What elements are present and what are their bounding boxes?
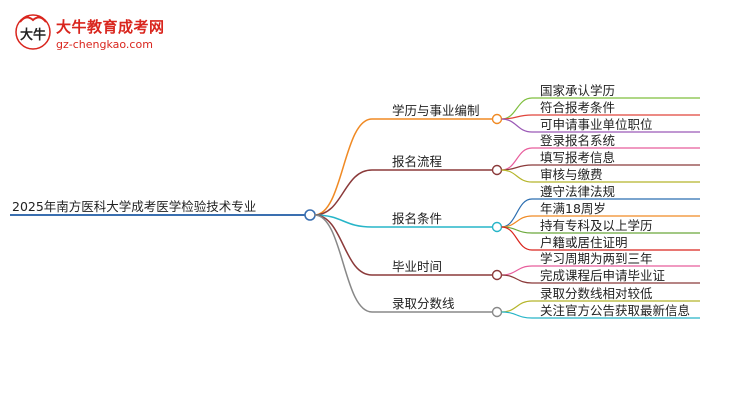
leaf-label: 关注官方公告获取最新信息	[540, 303, 690, 318]
branch-connector	[314, 214, 373, 228]
leaf-label: 学习周期为两到三年	[540, 251, 653, 266]
branch-node	[491, 306, 503, 318]
leaf-connector	[501, 198, 533, 228]
leaf-label: 持有专科及以上学历	[540, 218, 653, 233]
site-logo: 大牛 大牛教育成考网 gz-chengkao.com	[14, 12, 214, 58]
leaf-label: 可申请事业单位职位	[540, 117, 653, 132]
branch-node	[491, 269, 503, 281]
branch-connector	[314, 214, 373, 276]
leaf-label: 遵守法律法规	[540, 184, 615, 199]
branch-label: 报名条件	[392, 211, 442, 226]
leaf-connector	[501, 97, 533, 120]
leaf-connector	[501, 114, 533, 120]
leaf-label: 完成课程后申请毕业证	[540, 268, 666, 283]
leaf-label: 审核与缴费	[540, 167, 603, 182]
leaf-label: 录取分数线相对较低	[540, 286, 653, 301]
leaf-connector	[501, 300, 533, 313]
logo-url: gz-chengkao.com	[56, 38, 153, 51]
branch-node	[491, 164, 503, 176]
logo-mark-text: 大牛	[20, 27, 46, 43]
leaf-connector	[501, 311, 533, 319]
root-node	[304, 209, 316, 221]
leaf-label: 国家承认学历	[540, 83, 615, 98]
branch-connector	[314, 169, 373, 216]
leaf-label: 年满18周岁	[540, 201, 606, 216]
branch-label: 学历与事业编制	[392, 103, 480, 118]
branch-connector	[314, 118, 373, 216]
bull-logo-icon: 大牛	[15, 14, 51, 50]
leaf-connector	[501, 274, 533, 284]
leaf-label: 填写报考信息	[540, 150, 615, 165]
branch-node	[491, 113, 503, 125]
leaf-label: 符合报考条件	[540, 100, 615, 115]
root-label: 2025年南方医科大学成考医学检验技术专业	[12, 199, 256, 214]
branch-label: 毕业时间	[392, 259, 442, 274]
branch-connector	[314, 214, 373, 313]
leaf-connector	[501, 164, 533, 171]
leaf-label: 户籍或居住证明	[540, 235, 628, 250]
leaf-connector	[501, 169, 533, 183]
leaf-connector	[501, 147, 533, 171]
branch-label: 录取分数线	[392, 296, 455, 311]
branch-node	[491, 221, 503, 233]
logo-title: 大牛教育成考网	[56, 18, 165, 36]
leaf-connector	[501, 265, 533, 276]
branch-label: 报名流程	[392, 154, 443, 169]
leaf-connector	[501, 226, 533, 251]
leaf-label: 登录报名系统	[540, 133, 615, 148]
leaf-connector	[501, 118, 533, 133]
